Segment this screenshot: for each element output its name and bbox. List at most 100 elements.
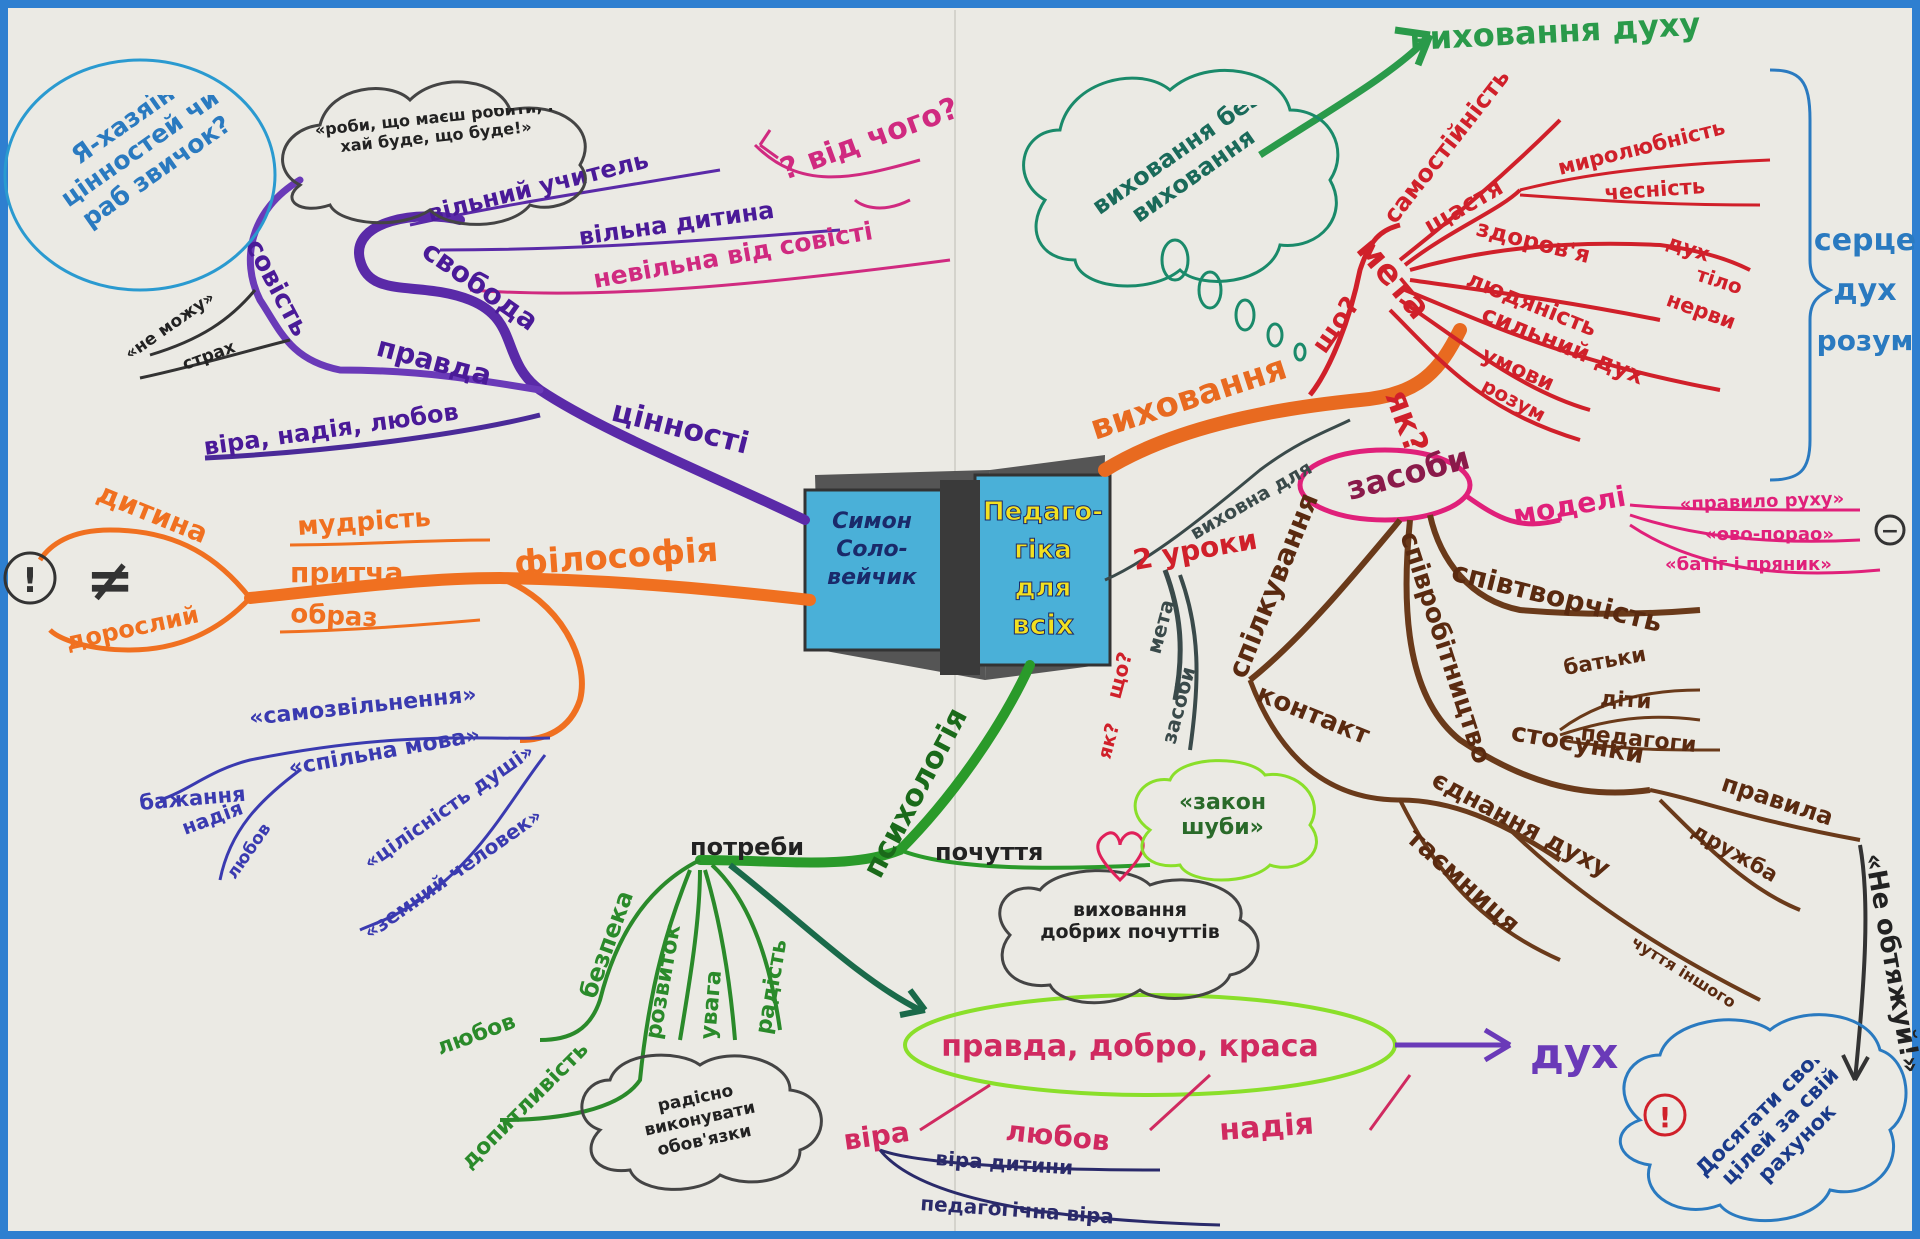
book-right-cover [973, 473, 1112, 667]
philosophy-adult-line [48, 596, 252, 653]
means-oval [1297, 447, 1473, 523]
from-what-arrow-1-head [758, 129, 779, 160]
goal-health-line [1409, 241, 1751, 272]
philosophy-child-line [37, 527, 252, 600]
goal-peace-line [1519, 158, 1771, 192]
quote-text-box: «роби, що маєш робити, і хай буде, що бу… [314, 108, 554, 156]
quote-cloud [281, 80, 587, 226]
means-unity-line [1498, 818, 1761, 1002]
thought-bubble-2 [1197, 270, 1223, 310]
means-contact-line [1247, 679, 1562, 863]
psychology-hope: надія [1218, 1106, 1315, 1148]
upbringing-heart: серце [1814, 223, 1916, 258]
psychology-fur-law: «закон шуби» [1178, 790, 1267, 841]
upbringing-spirit-arrow-head [1394, 26, 1434, 67]
achieve-cloud [1618, 1013, 1908, 1223]
philosophy-down-line [498, 575, 585, 743]
philosophy-sub-line-2 [359, 754, 547, 932]
upbringing-mind-b: розум [1817, 324, 1914, 357]
good-feelings-cloud [998, 869, 1260, 1005]
good-feelings-box: виховання добрих почуттів [1040, 900, 1220, 943]
ped-faith-line [878, 1149, 1221, 1227]
upbringing-spirit-arrow [1258, 32, 1433, 158]
thought-bubble-4 [1266, 322, 1284, 348]
from-what-arrow-1 [753, 143, 921, 179]
not-burden-arrow-head [1841, 1054, 1870, 1081]
philosophy-wisdom-line [289, 538, 491, 547]
values-main-line [354, 211, 810, 525]
book-title-2: гіка [1014, 535, 1072, 565]
goal-brace [1769, 68, 1834, 482]
child-faith-line [879, 1148, 1161, 1172]
goal-reason-line [1388, 308, 1581, 442]
psychology-truth-good-beauty: правда, добро, краса [941, 1029, 1319, 1064]
thought-bubble-3 [1234, 298, 1256, 332]
philosophy-sub-line-1 [159, 736, 551, 802]
means-rules-line [1649, 788, 1861, 842]
psychology-attention: увага [696, 969, 727, 1040]
psychology-truth-arrow-head [899, 988, 928, 1018]
means-secret-line [1398, 799, 1561, 962]
goal-strong-line [1404, 288, 1721, 392]
book-title-3: для [1015, 573, 1072, 603]
values-fear-line [139, 338, 291, 380]
psychology-truth-arrow [728, 862, 922, 1013]
fur-law-cloud [1133, 759, 1318, 882]
gladly-box: радісно виконувати обов'язки [643, 1081, 757, 1160]
psychology-development-line [678, 869, 702, 1041]
goal-honesty-line [1519, 193, 1761, 207]
upbringing-spirit-b: дух [1833, 273, 1896, 308]
means-friendship-line [1658, 798, 1801, 912]
faith-arrow [919, 1083, 991, 1132]
fur-law-box: «закон шуби» [1178, 790, 1267, 841]
not-burden-arrow [1853, 844, 1868, 1081]
goal-humanity-line [1409, 278, 1661, 322]
means-cooperation-line [1403, 519, 1651, 796]
philosophy-image: образ [290, 599, 379, 634]
psychology-joy-line [710, 863, 782, 1031]
means-achieve: Досягати своїх цілей за свій рахунок [1690, 1060, 1844, 1190]
means-procon: «ово-порао» [1705, 524, 1834, 545]
thought-bubble-1 [1160, 238, 1190, 282]
values-conscience-free-line [469, 258, 951, 295]
psychology-curious-line [499, 869, 692, 1122]
achieve-box: Досягати своїх цілей за свій рахунок [1690, 1060, 1844, 1190]
love-arrow [1148, 1073, 1212, 1132]
means-rule-line [1629, 503, 1861, 512]
psychology-spirit: дух [1530, 1029, 1618, 1078]
means-minus-circle [1874, 514, 1906, 546]
book-spine [940, 480, 980, 675]
means-minus: − [1881, 519, 1899, 544]
philosophy-exclaim: ! [22, 561, 38, 601]
psychology-safety-line [539, 858, 701, 1042]
values-cannot-line [149, 289, 257, 357]
philosophy-parable: притча [290, 556, 403, 589]
means-procon-line [1629, 513, 1861, 543]
means-carrot: «батіг і пряник» [1665, 554, 1832, 575]
lessons-means-line [1178, 574, 1199, 751]
achieve-exclaim-circle [1643, 1093, 1687, 1137]
book-author-1: Симон [832, 509, 912, 534]
values-teacher-line [409, 168, 721, 227]
upbringing-goal-line [1308, 222, 1401, 397]
philosophy-image-line [279, 618, 481, 634]
upbringing-without: виховання без виховання [1086, 105, 1267, 229]
book-title-4: всіх [1012, 608, 1074, 641]
means-communication-line [1248, 518, 1403, 683]
psychology-needs: потреби [690, 833, 804, 861]
book-title-1: Педаго- [983, 497, 1103, 527]
means-models-line [1463, 492, 1561, 527]
psychology-attention-line [703, 869, 737, 1041]
means-children-line [1559, 715, 1701, 737]
lessons-goal-line [1162, 569, 1183, 701]
achieve-exclaim: ! [1659, 1101, 1672, 1134]
philosophy-sub-line-3 [218, 768, 301, 881]
means-children: діти [1600, 686, 1653, 714]
goal-conditions-line [1398, 298, 1591, 412]
without-upbringing-cloud [1022, 68, 1340, 288]
book-author-2: Соло- [836, 537, 908, 562]
gladly-cloud [580, 1053, 823, 1191]
central-book: Симон Соло- вейчик Педаго- гіка для всіх [803, 455, 1112, 680]
book-left-cover [803, 488, 947, 652]
